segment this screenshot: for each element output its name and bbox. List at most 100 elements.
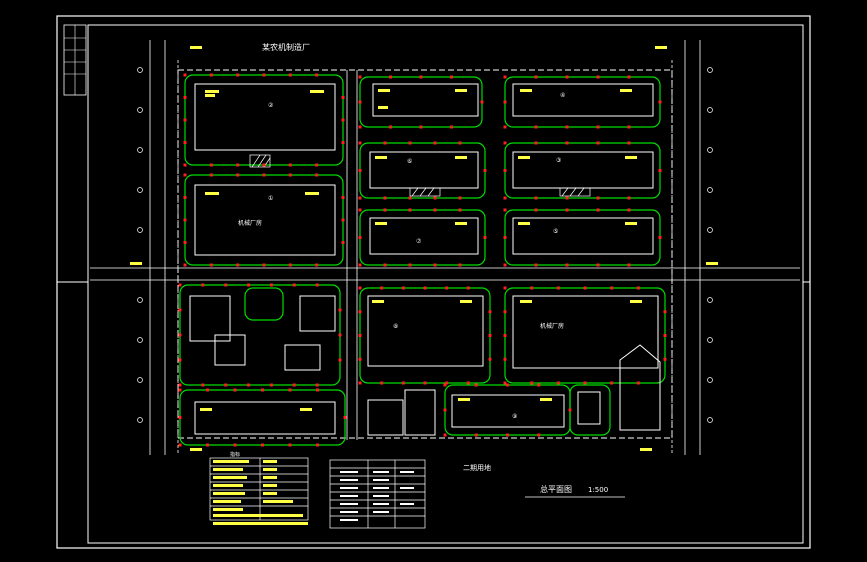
tree-symbol [503,310,507,314]
tree-symbol [433,263,437,267]
tree-symbol [183,263,187,267]
building-name-2: 机械厂房 [540,322,564,330]
tree-symbol [316,443,319,447]
tree-symbol [530,381,534,385]
tree-symbol [288,388,292,392]
tree-symbol [183,118,187,122]
building-num-5: ⑤ [553,228,558,235]
tree-symbol [315,163,319,167]
tree-symbol [288,173,292,177]
tree-symbol [236,163,240,167]
tree-symbol [503,381,507,385]
building-5 [512,217,654,255]
road-tree-circle [137,147,143,153]
tree-symbol [458,196,462,200]
tree-symbol [419,75,423,79]
tree-symbol [596,196,600,200]
tree-symbol [261,388,264,392]
tree-symbol [262,73,266,77]
tree-symbol [596,75,600,79]
building-num-2: ② [268,102,274,109]
tree-symbol [474,433,478,437]
tree-symbol [506,433,509,437]
tree-symbol [596,263,600,267]
legend-text-bars [213,460,308,525]
tree-symbol [315,173,319,177]
tree-symbol [236,263,240,267]
tree-symbol [443,383,447,387]
tree-symbol [269,383,273,387]
tree-symbol [610,381,614,385]
tree-symbol [458,208,462,212]
tree-symbol [358,100,362,104]
tree-symbol [358,310,362,314]
tree-symbol [663,334,667,337]
side-stamp-block [63,24,87,96]
tree-symbol [178,383,182,387]
building-9 [451,394,565,428]
tree-symbol [358,169,362,172]
tree-symbol [450,75,453,79]
tree-symbol [458,141,462,145]
drawing-header: 某农机制造厂 [262,42,310,52]
tree-symbol [380,381,384,385]
tree-symbol [341,196,345,199]
tree-symbol [466,381,470,385]
tree-symbol [380,286,384,290]
tree-symbol [568,408,572,412]
tree-symbol [537,383,541,387]
building-small-south [367,399,404,436]
building-num-7: ⑦ [416,238,422,245]
tree-symbol [443,433,447,437]
tree-symbol [224,283,228,287]
tree-symbol [341,96,345,99]
tree-symbol [556,286,560,290]
tree-symbol [503,75,507,79]
legend-right-text-bars [340,471,414,521]
tree-symbol [288,73,292,77]
tree-symbol [261,443,264,447]
tree-symbol [423,381,427,385]
tree-symbol [596,141,600,145]
tree-symbol [445,381,449,385]
east-road [671,40,701,455]
tree-symbol [450,125,453,129]
tree-symbol [423,286,427,290]
tree-symbol [627,141,631,145]
tree-symbol [503,141,507,145]
tree-symbol [358,141,362,145]
tree-symbol [315,263,319,267]
building-8 [367,295,484,367]
tree-symbol [315,383,319,387]
tree-symbol [247,283,251,287]
tree-symbol [201,383,205,387]
tree-symbol [183,73,187,77]
tree-symbol [358,286,362,290]
tree-symbol [636,381,640,385]
building-tank [404,389,436,436]
tree-symbol [443,408,447,412]
legend-table-right [329,459,426,529]
road-side-trees [137,67,713,423]
tree-symbol [292,283,296,287]
tree-symbol [178,388,182,392]
road-tree-circle [137,337,143,343]
road-tree-circle [707,67,713,73]
road-tree-circle [707,147,713,153]
tree-symbol [663,357,667,361]
legend-table-left [209,457,309,521]
tree-symbol [183,241,187,244]
tree-symbol [178,358,182,362]
building-7 [369,217,479,255]
tree-symbol [565,263,569,267]
road-tree-circle [707,377,713,383]
yellow-tags [130,46,718,451]
building-south-west [194,401,336,435]
tree-symbol [401,286,405,290]
tree-symbol [224,383,228,387]
tree-symbol [315,73,319,77]
tree-symbol [627,263,631,267]
tree-symbol [483,169,487,172]
road-tree-circle [137,67,143,73]
